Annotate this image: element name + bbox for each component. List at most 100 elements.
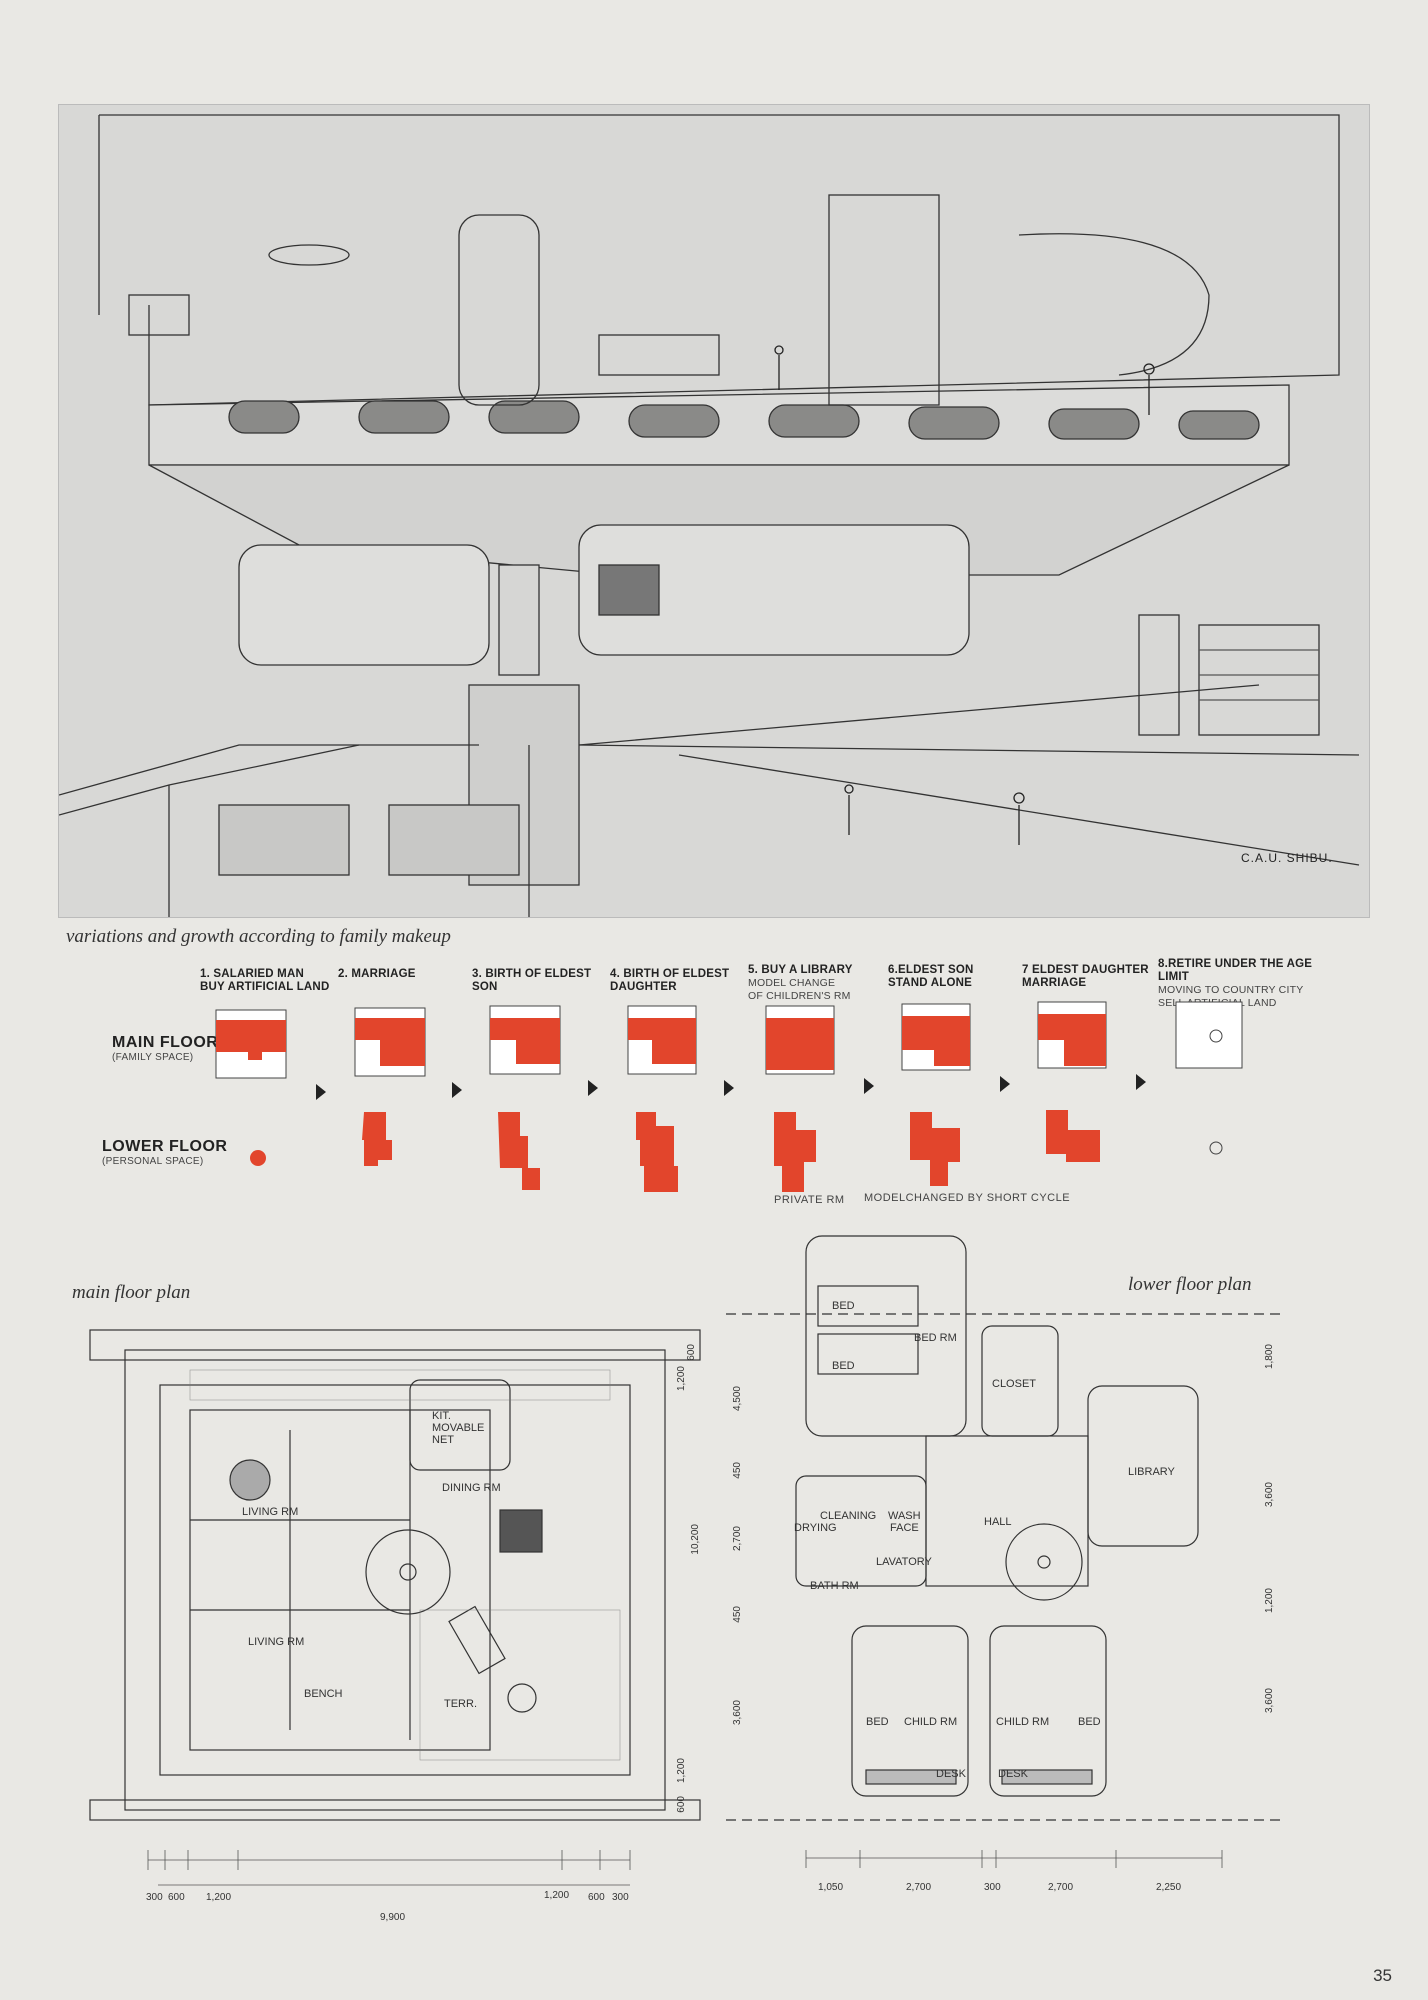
- arrow-1: [316, 1084, 326, 1100]
- bed-rm-label: BED RM: [914, 1332, 957, 1344]
- variations-caption: variations and growth according to famil…: [66, 926, 451, 947]
- child-rm-label-1: CHILD RM: [904, 1716, 958, 1728]
- main-fill-7: [1038, 1014, 1106, 1066]
- movable-text: MOVABLE: [432, 1422, 485, 1434]
- lower-dim-right-2: 3,600: [1264, 1482, 1275, 1508]
- child-rm-label-2: CHILD RM: [996, 1716, 1050, 1728]
- lower-dim-bottom-1: 1,050: [818, 1882, 844, 1893]
- step-5-title: 5. BUY A LIBRARY: [748, 964, 853, 976]
- net-text: NET: [432, 1434, 454, 1446]
- lavatory-label: LAVATORY: [876, 1556, 932, 1568]
- main-dim-bottom-5: 600: [588, 1892, 605, 1903]
- step-arrows: [316, 1074, 1146, 1100]
- model-change-note: MODELCHANGED BY SHORT CYCLE: [864, 1192, 1071, 1204]
- step-4-label: 4. BIRTH OF ELDEST DAUGHTER: [610, 968, 740, 994]
- living-rm-label-1: LIVING RM: [242, 1506, 299, 1518]
- main-dim-right-2: 1,200: [676, 1366, 687, 1392]
- arrow-6: [1000, 1076, 1010, 1092]
- lower-dim-right-4: 3,600: [1264, 1688, 1275, 1714]
- wash-label: WASH: [888, 1510, 921, 1522]
- lower-fill-6: [910, 1112, 960, 1186]
- lower-fill-5: [774, 1112, 816, 1192]
- main-floor-mark-8: [1209, 1029, 1223, 1043]
- lower-fill-1: [250, 1150, 266, 1166]
- main-dim-bottom-6: 300: [612, 1892, 629, 1903]
- lower-floor-plan-caption: lower floor plan: [1128, 1274, 1252, 1295]
- lower-floor-plan-drawing: [726, 1235, 1286, 1821]
- step-7-title: 7 ELDEST DAUGHTER MARRIAGE: [1022, 964, 1149, 989]
- terr-label: TERR.: [444, 1698, 477, 1710]
- main-dim-right-4: 1,200: [676, 1758, 687, 1784]
- bed-label-4: BED: [1078, 1716, 1101, 1728]
- desk-label-1: DESK: [936, 1768, 966, 1780]
- kit-text: KIT.: [432, 1410, 451, 1422]
- main-floor-plan-caption: main floor plan: [72, 1282, 191, 1303]
- closet-label: CLOSET: [992, 1378, 1037, 1390]
- bed-label-2: BED: [832, 1360, 855, 1372]
- main-dim-lines: [147, 1850, 631, 1886]
- lower-fill-7: [1046, 1110, 1100, 1162]
- dining-rm-label: DINING RM: [442, 1482, 501, 1494]
- lower-dim-bottom-3: 300: [984, 1882, 1001, 1893]
- lower-dim-bottom-2: 2,700: [906, 1882, 932, 1893]
- library-label: LIBRARY: [1128, 1466, 1175, 1478]
- step-3-title: 3. BIRTH OF ELDEST SON: [472, 968, 592, 993]
- living-rm-label-2: LIVING RM: [248, 1636, 305, 1648]
- lower-dim-left-1: 4,500: [732, 1386, 743, 1412]
- step-2-label: 2. MARRIAGE: [338, 968, 458, 981]
- step-6-title: 6.ELDEST SON STAND ALONE: [888, 964, 974, 989]
- bench-label: BENCH: [304, 1688, 343, 1700]
- main-fill-4: [628, 1018, 696, 1064]
- main-fill-6: [902, 1016, 970, 1066]
- main-dim-bottom-1: 300: [146, 1892, 163, 1903]
- step-1-title: 1. SALARIED MAN BUY ARTIFICIAL LAND: [200, 968, 330, 993]
- artist-signature: C.A.U. SHIBU.: [1241, 851, 1333, 865]
- cleaning-label: CLEANING: [820, 1510, 877, 1522]
- step-6-label: 6.ELDEST SON STAND ALONE: [888, 964, 1008, 990]
- lower-floor-plan: BED BED RM BED CLOSET LIBRARY CLEANING W…: [726, 1226, 1316, 1893]
- desk-label-2: DESK: [998, 1768, 1028, 1780]
- bed-label-1: BED: [832, 1300, 855, 1312]
- growth-diagram-graphics: [215, 1001, 1243, 1192]
- main-fill-1: [216, 1020, 286, 1060]
- lower-fill-4: [636, 1112, 678, 1192]
- main-dim-right-1: 600: [686, 1344, 697, 1361]
- lower-floor-sub: (PERSONAL SPACE): [102, 1156, 204, 1167]
- arrow-4: [724, 1080, 734, 1096]
- growth-diagram: 1. SALARIED MAN BUY ARTIFICIAL LAND 2. M…: [102, 958, 1313, 1206]
- arrow-2: [452, 1082, 462, 1098]
- lower-floor-label: LOWER FLOOR (PERSONAL SPACE): [102, 1138, 227, 1167]
- lower-dim-lines: [805, 1850, 1223, 1868]
- step-3-label: 3. BIRTH OF ELDEST SON: [472, 968, 602, 994]
- step-8-title: 8.RETIRE UNDER THE AGE LIMIT: [1158, 958, 1313, 983]
- lower-dim-left-3: 2,700: [732, 1526, 743, 1552]
- bath-rm-label: BATH RM: [810, 1580, 859, 1592]
- lower-floor-name: LOWER FLOOR: [102, 1138, 228, 1155]
- sketch-drawing: [59, 114, 1360, 917]
- lower-dim-left-2: 450: [732, 1462, 743, 1479]
- step-7-label: 7 ELDEST DAUGHTER MARRIAGE: [1022, 964, 1152, 990]
- perspective-sketch: C.A.U. SHIBU.: [58, 104, 1370, 918]
- lower-dim-left-5: 3,600: [732, 1700, 743, 1726]
- hall-label: HALL: [984, 1516, 1012, 1528]
- step-4-title: 4. BIRTH OF ELDEST DAUGHTER: [610, 968, 730, 993]
- step-5-label: 5. BUY A LIBRARY MODEL CHANGE OF CHILDRE…: [748, 964, 888, 1003]
- main-dim-right-5: 600: [676, 1796, 687, 1813]
- lower-dim-left-4: 450: [732, 1606, 743, 1623]
- step-2-title: 2. MARRIAGE: [338, 968, 416, 980]
- lower-dim-right-1: 1,800: [1264, 1344, 1275, 1370]
- drying-label: DRYING: [794, 1522, 837, 1534]
- face-label: FACE: [890, 1522, 919, 1534]
- arrow-7: [1136, 1074, 1146, 1090]
- main-floor-name: MAIN FLOOR: [112, 1034, 219, 1051]
- main-floor-sub: (FAMILY SPACE): [112, 1052, 194, 1063]
- main-fill-3: [490, 1018, 560, 1064]
- main-floor-label: MAIN FLOOR (FAMILY SPACE): [112, 1034, 218, 1063]
- lower-dim-bottom-5: 2,250: [1156, 1882, 1182, 1893]
- step-1-label: 1. SALARIED MAN BUY ARTIFICIAL LAND: [200, 968, 340, 994]
- main-dim-right-3: 10,200: [690, 1524, 701, 1555]
- lower-dim-bottom-4: 2,700: [1048, 1882, 1074, 1893]
- kit-label: KIT. MOVABLE NET: [432, 1410, 484, 1446]
- main-dim-bottom-3: 1,200: [206, 1892, 232, 1903]
- main-floor-plan: KIT. MOVABLE NET DINING RM LIVING RM LIV…: [70, 1310, 730, 1910]
